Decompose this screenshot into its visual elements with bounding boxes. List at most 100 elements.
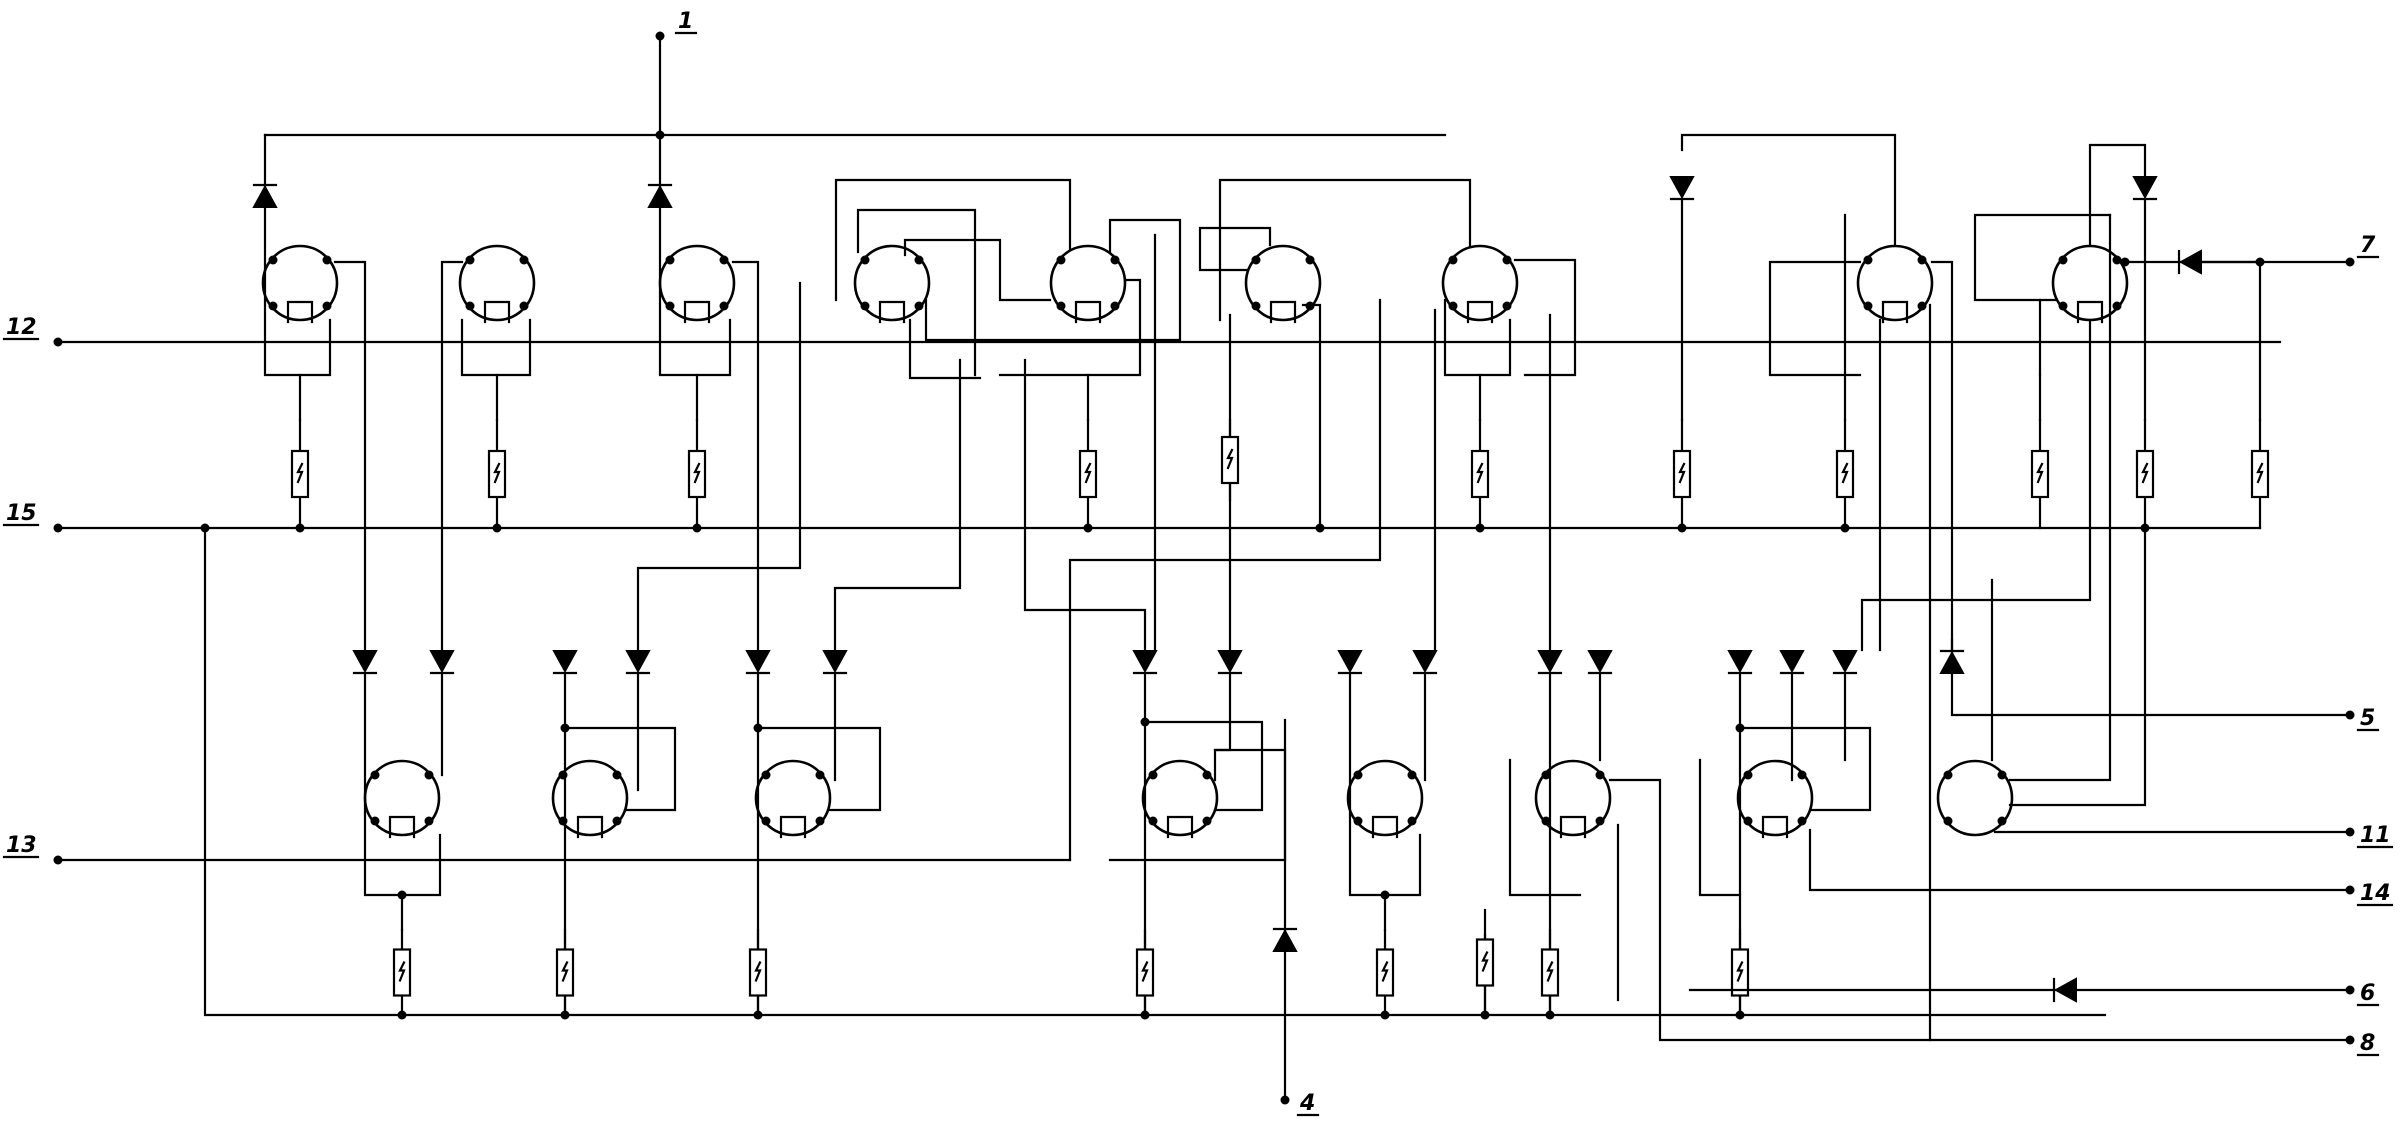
junction-dot (1148, 770, 1158, 780)
winding (1371, 815, 1399, 839)
resistor-mark (754, 961, 762, 982)
resistor-mark (1141, 961, 1149, 982)
junction-dot (558, 816, 568, 826)
wire (636, 281, 802, 652)
wire (903, 238, 1052, 302)
resistor-14 (1135, 948, 1155, 997)
junction-dot (2112, 301, 2122, 311)
terminal-label: 8 (2360, 1031, 2375, 1056)
junction-dot (1997, 816, 2007, 826)
diode-Д23 (2178, 249, 2202, 275)
junction-dot (665, 301, 675, 311)
resistor-mark (1546, 961, 1554, 982)
junction-dot (665, 255, 675, 265)
resistor-mark (693, 462, 701, 484)
diode-Д12 (1217, 650, 1243, 674)
diode-Д21 (1272, 928, 1298, 952)
diode-Д9 (745, 650, 771, 674)
junction-dot (1380, 890, 1390, 900)
junction-dot (1251, 255, 1261, 265)
resistor-5 (1078, 449, 1098, 499)
resistor-2 (687, 449, 707, 499)
resistor-mark (1841, 462, 1849, 484)
junction-dot (761, 816, 771, 826)
diode-Д8 (625, 650, 651, 674)
junction-dot (719, 255, 729, 265)
core-tp15 (1346, 759, 1424, 837)
core-tp17 (1936, 759, 2014, 837)
resistor-6 (1470, 449, 1490, 499)
wire (731, 260, 760, 652)
winding (388, 815, 416, 839)
wire (333, 260, 367, 652)
junction-dot (1735, 1010, 1745, 1020)
terminal-label: 15 (6, 501, 37, 526)
junction-dot (1797, 770, 1807, 780)
junction-dot (1797, 816, 1807, 826)
junction-dot (1743, 816, 1753, 826)
junction-dot (1735, 723, 1745, 733)
junction-dot (1917, 255, 1927, 265)
junction-dot (2112, 255, 2122, 265)
resistor-10 (2030, 449, 2050, 499)
terminal-label: 6 (2360, 981, 2375, 1006)
diode-Д4 (2132, 176, 2158, 200)
junction-dot (1140, 717, 1150, 727)
wire (1198, 226, 1272, 272)
junction-dot (424, 770, 434, 780)
winding (683, 300, 711, 324)
wire (563, 726, 677, 812)
junction-dot (719, 301, 729, 311)
resistor-mark (1226, 448, 1234, 470)
wire (1680, 133, 1897, 247)
wire (833, 358, 962, 652)
junction-dot (1743, 770, 1753, 780)
resistor-10 (2250, 449, 2270, 499)
resistor-mark (1084, 462, 1092, 484)
diode-Д19 (1832, 650, 1858, 674)
junction-dot (268, 255, 278, 265)
resistor-16 (1475, 938, 1495, 987)
wire (1950, 638, 2352, 717)
junction-dot (519, 301, 529, 311)
core-tp13 (754, 759, 832, 837)
resistor-mark (561, 961, 569, 982)
wire (834, 178, 1072, 302)
terminal-label: 13 (6, 833, 37, 858)
wire (998, 278, 1142, 377)
junction-dot (268, 301, 278, 311)
junction-dot (370, 816, 380, 826)
junction-dot (2255, 257, 2265, 267)
wire (924, 218, 1182, 342)
wire (1068, 298, 1382, 862)
junction-dot (914, 301, 924, 311)
junction-dot (914, 255, 924, 265)
winding (1074, 300, 1102, 324)
winding (286, 300, 314, 324)
terminal-label: 14 (2360, 881, 2391, 906)
junction-dot (465, 255, 475, 265)
core-tp6 (1244, 244, 1322, 322)
resistor-mark (1476, 462, 1484, 484)
junction-dot (558, 770, 568, 780)
terminal-label: 12 (6, 315, 37, 340)
junction-dot (1595, 770, 1605, 780)
resistor-9 (2135, 449, 2155, 499)
junction-dot (1943, 816, 1953, 826)
junction-dot (1502, 255, 1512, 265)
diode-Д10 (822, 650, 848, 674)
junction-dot (424, 816, 434, 826)
resistor-4 (1220, 435, 1240, 485)
terminal-label: 4 (1299, 1091, 1315, 1116)
junction-dot (1305, 255, 1315, 265)
junction-dot (519, 255, 529, 265)
junction-dot (1541, 770, 1551, 780)
junction-dot (815, 816, 825, 826)
wire (856, 208, 977, 377)
core-tp11 (551, 759, 629, 837)
resistor-mark (493, 462, 501, 484)
junction-dot (1595, 816, 1605, 826)
junction-dot (1083, 523, 1093, 533)
terminal-14 (2345, 885, 2355, 895)
junction-dot (1475, 523, 1485, 533)
